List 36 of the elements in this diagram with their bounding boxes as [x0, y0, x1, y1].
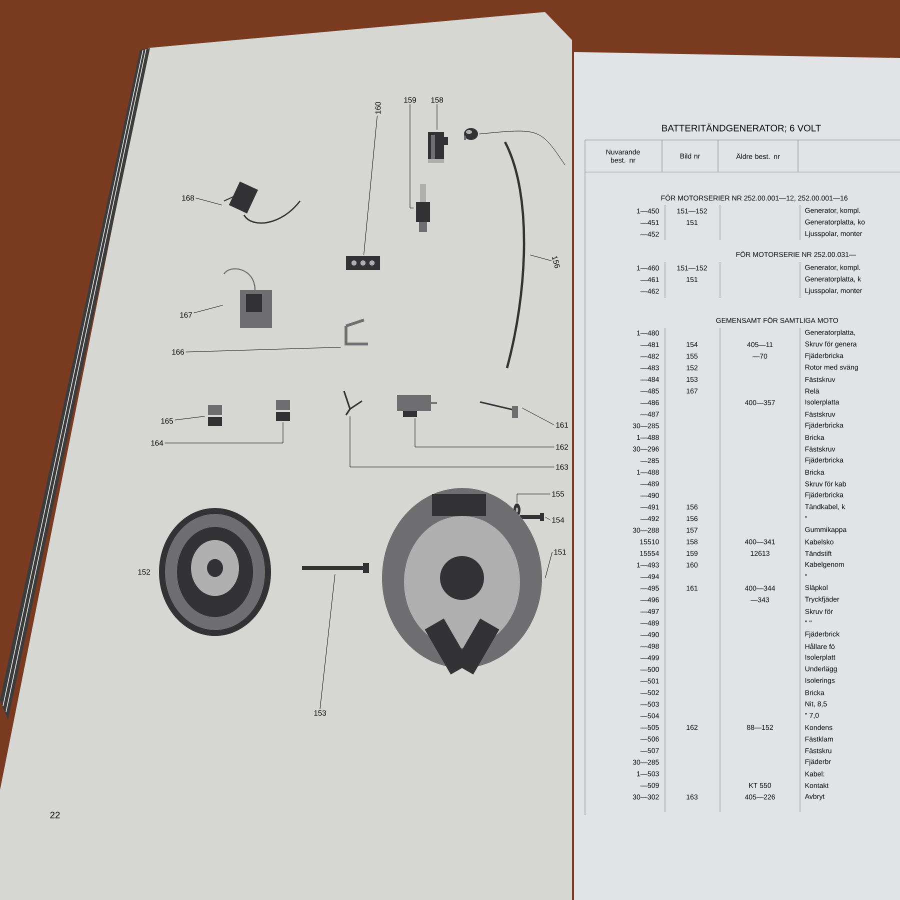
screw-drawing — [520, 513, 544, 521]
leader-line — [414, 418, 554, 448]
leader-line — [479, 130, 566, 166]
lever-drawing — [480, 401, 518, 418]
leader-line — [522, 408, 554, 426]
leader-line — [364, 116, 378, 255]
rotor-drawing — [159, 508, 271, 636]
coil-drawing — [224, 181, 301, 224]
leader-line — [194, 305, 223, 314]
leader-line — [164, 422, 284, 444]
page-number: 22 — [50, 812, 60, 818]
boot-drawing — [428, 132, 448, 163]
leader-line — [174, 416, 205, 420]
bracket-drawing — [344, 318, 368, 346]
condenser-drawing — [397, 395, 437, 417]
plate-drawing — [382, 488, 542, 675]
clip-drawing — [208, 405, 222, 426]
plug-drawing — [416, 184, 430, 232]
bolt-drawing — [302, 563, 369, 573]
leader-line — [320, 574, 336, 710]
page-title: BATTERITÄNDGENERATOR; 6 VOLT — [662, 123, 821, 133]
clip-drawing — [276, 400, 290, 421]
leader-line — [196, 198, 222, 206]
leader-line — [545, 516, 550, 520]
relay-drawing — [224, 268, 272, 328]
leader-line — [186, 347, 341, 352]
grommet-drawing — [346, 256, 380, 270]
leader-line — [530, 254, 552, 261]
cable-drawing — [504, 142, 526, 368]
leader-line — [436, 104, 438, 130]
spring-drawing — [343, 390, 362, 416]
cap-drawing — [464, 128, 478, 140]
leader-line — [350, 416, 554, 468]
leader-line — [516, 494, 550, 503]
leader-line — [410, 104, 414, 208]
leader-line — [545, 552, 552, 578]
